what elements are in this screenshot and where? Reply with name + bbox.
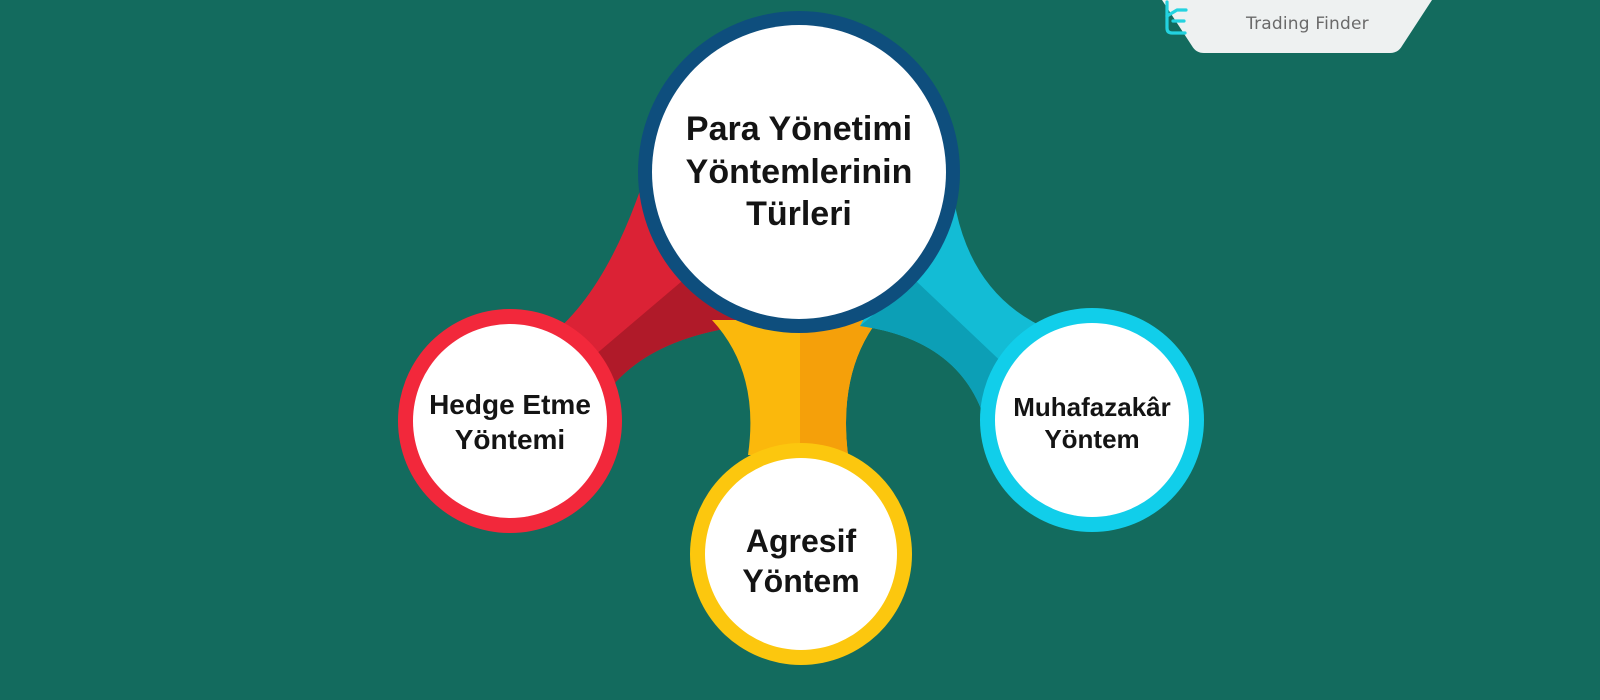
branch-node-agresif-fill xyxy=(705,458,897,650)
branch-node-muhafazakar-label: Muhafazakâr Yöntem xyxy=(1013,391,1171,455)
branch-node-agresif-label: Agresif Yöntem xyxy=(742,523,860,599)
branch-node-hedge-label: Hedge Etme Yöntemi xyxy=(429,389,591,455)
connector-arm-agresif-shade xyxy=(800,320,878,455)
brand-tab-background xyxy=(1162,0,1432,53)
center-node xyxy=(638,11,960,333)
brand-watermark: Trading Finder xyxy=(1162,0,1432,53)
center-node-fill xyxy=(652,25,946,319)
branch-node-muhafazakar xyxy=(980,308,1204,532)
branch-node-hedge-fill xyxy=(413,324,607,518)
brand-name: Trading Finder xyxy=(1246,14,1369,34)
connector-arm-hedge xyxy=(545,160,742,400)
connector-arm-hedge-shade xyxy=(575,276,742,400)
branch-node-hedge xyxy=(398,309,622,533)
center-node-label: Para Yönetimi Yöntemlerinin Türleri xyxy=(685,110,913,234)
tf-logo-icon xyxy=(1165,0,1188,35)
connector-arm-muhafazakar-shade xyxy=(860,280,1010,420)
branch-node-agresif xyxy=(690,443,912,665)
branch-node-muhafazakar-fill xyxy=(995,323,1189,517)
